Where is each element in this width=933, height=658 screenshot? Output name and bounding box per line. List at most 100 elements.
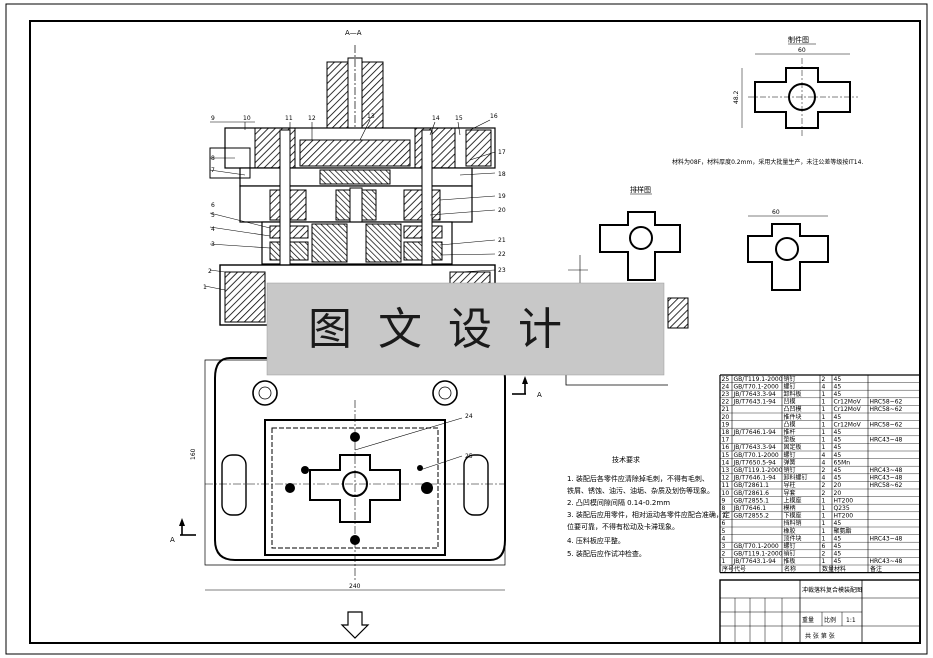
bom-cell: 凹模 [784, 398, 796, 406]
bom-cell: 45 [834, 520, 842, 527]
bom-cell: 20 [834, 490, 842, 497]
part-number-14: 14 [432, 115, 440, 122]
bom-cell: 45 [834, 383, 842, 390]
scale-label: 比例 [824, 616, 836, 624]
bom-cell: 2 [822, 551, 826, 558]
bom-cell: JB/T7643.3-94 [733, 391, 777, 398]
bom-cell: 2 [822, 482, 826, 489]
bom-cell: 1 [822, 399, 826, 406]
bom-cell: 45 [834, 551, 842, 558]
bom-cell: 下模座 [784, 512, 802, 520]
part-number-1: 1 [203, 284, 207, 291]
bom-cell: 45 [834, 429, 842, 436]
watermark-band: 图文设计 [266, 282, 665, 376]
bom-cell: GB/T70.1-2000 [734, 383, 779, 390]
section-view-a-a: A—A [203, 29, 506, 326]
bom-cell: 垫板 [784, 436, 796, 444]
bom-cell: 9 [722, 497, 726, 504]
bom-cell: 21 [722, 406, 730, 413]
bom-cell: 2 [822, 376, 826, 383]
bom-cell: 挡料销 [784, 519, 802, 527]
bom-cell: 模柄 [784, 504, 796, 512]
bom-cell: 20 [722, 414, 730, 421]
bom-cell: 1 [822, 520, 826, 527]
bom-cell: HRC58~62 [870, 482, 903, 489]
part-width-dim: 60 [798, 47, 806, 54]
bom-cell: 1 [722, 558, 726, 565]
part-number-24: 24 [465, 413, 473, 420]
blank-drawing-title: 排样图 [630, 185, 651, 194]
bom-cell: JB/T7643.1-94 [733, 558, 777, 565]
bom-cell: 15 [722, 452, 730, 459]
bom-cell: Cr12MoV [834, 421, 862, 428]
bom-cell: 螺钉 [784, 542, 796, 550]
bom-cell: 10 [722, 490, 730, 497]
bom-cell: 45 [834, 391, 842, 398]
bom-cell: 1 [822, 444, 826, 451]
bom-cell: 螺钉 [784, 451, 796, 459]
bom-cell: 11 [722, 482, 730, 489]
bom-cell: 12 [722, 475, 730, 482]
bom-cell: HRC43~48 [870, 558, 903, 565]
view-a-left-label: A [170, 536, 175, 544]
bom-cell: 16 [722, 444, 730, 451]
view-a-right-label: A [537, 391, 542, 399]
part-number-2: 2 [208, 268, 212, 275]
bom-cell: 17 [722, 437, 730, 444]
plan-view: 240 160 A A 24 25 [170, 357, 542, 639]
bom-cell: 橡胶 [784, 527, 796, 535]
bom-cell: GB/T119.1-2000 [734, 376, 783, 383]
bom-cell: HT200 [834, 497, 854, 504]
bom-cell: 23 [722, 391, 730, 398]
bom-cell: 2 [822, 467, 826, 474]
bom-cell: GB/T119.1-2000 [734, 551, 783, 558]
bom-cell: GB/T2861.1 [734, 482, 770, 489]
part-number-18: 18 [498, 171, 506, 178]
bom-cell: Q235 [834, 505, 850, 512]
bom-cell: 顶件块 [784, 534, 802, 542]
bom-cell: 上模座 [784, 496, 802, 504]
bom-cell: 固定板 [784, 443, 802, 451]
part-number-3: 3 [211, 241, 215, 248]
weight-label: 重量 [802, 616, 814, 624]
bom-cell: 1 [822, 391, 826, 398]
bom-cell: HRC43~48 [870, 437, 903, 444]
bom-cell: 45 [834, 414, 842, 421]
bom-cell: 24 [722, 383, 730, 390]
bom-cell: GB/T119.1-2000 [734, 467, 783, 474]
part-number-11: 11 [285, 115, 293, 122]
part-number-4: 4 [211, 226, 215, 233]
part-number-13: 13 [367, 113, 375, 120]
part-number-5: 5 [211, 212, 215, 219]
bom-cell: 45 [834, 452, 842, 459]
bom-cell: 22 [722, 399, 730, 406]
bom-cell: 导套 [784, 489, 796, 497]
bom-cell: 凸凹模 [784, 405, 802, 413]
bom-cell: 8 [722, 505, 726, 512]
bom-cell: HRC58~62 [870, 421, 903, 428]
part-number-9: 9 [211, 115, 215, 122]
bom-cell: 45 [834, 467, 842, 474]
bom-cell: JB/T7646.1-94 [733, 429, 777, 436]
part-number-8: 8 [211, 155, 215, 162]
bom-cell: 45 [834, 444, 842, 451]
tech-req-line-5: 位要可靠，不得有松动及卡滞现象。 [567, 522, 679, 531]
part-number-19: 19 [498, 193, 506, 200]
bom-cell: Cr12MoV [834, 406, 862, 413]
inner-border [29, 20, 921, 644]
bom-cell: 4 [822, 475, 826, 482]
bom-cell: 2 [722, 551, 726, 558]
bom-cell: JB/T7643.3-94 [733, 444, 777, 451]
bom-cell: JB/T7646.1-94 [733, 475, 777, 482]
bom-cell: 18 [722, 429, 730, 436]
bom-cell: HRC43~48 [870, 475, 903, 482]
bom-cell: 2 [822, 490, 826, 497]
bom-cell: 推杆 [784, 428, 796, 436]
bom-cell: 45 [834, 437, 842, 444]
bom-cell: 45 [834, 543, 842, 550]
bom-cell: 4 [822, 459, 826, 466]
bom-cell: 1 [822, 437, 826, 444]
bom-cell: 13 [722, 467, 730, 474]
scale-value: 1:1 [846, 617, 856, 624]
